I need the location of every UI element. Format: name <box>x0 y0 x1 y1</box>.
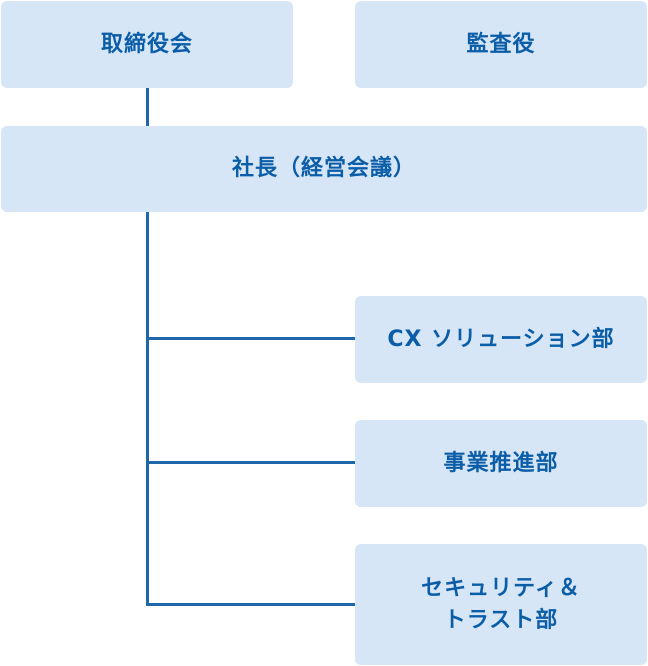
connector-trunk <box>146 212 149 606</box>
connector-branch-security <box>146 603 355 606</box>
auditor-box: 監査役 <box>355 1 647 88</box>
president-label: 社長（経営会議） <box>231 156 416 182</box>
cx-solution-dept-box: CX ソリューション部 <box>355 296 647 383</box>
security-trust-dept-box: セキュリティ＆ トラスト部 <box>355 544 647 665</box>
president-box: 社長（経営会議） <box>1 126 647 212</box>
connector-branch-cx <box>146 337 355 340</box>
business-promotion-dept-box: 事業推進部 <box>355 420 647 507</box>
business-promotion-dept-label: 事業推進部 <box>443 450 559 476</box>
connector-branch-business <box>146 461 355 464</box>
auditor-label: 監査役 <box>466 31 536 57</box>
security-trust-dept-label-line1: セキュリティ＆ <box>421 575 581 601</box>
cx-solution-dept-label: CX ソリューション部 <box>387 326 615 352</box>
connector-board-president <box>146 88 149 126</box>
board-of-directors-label: 取締役会 <box>100 31 193 57</box>
security-trust-dept-label-line2: トラスト部 <box>443 607 559 633</box>
board-of-directors-box: 取締役会 <box>1 1 293 88</box>
